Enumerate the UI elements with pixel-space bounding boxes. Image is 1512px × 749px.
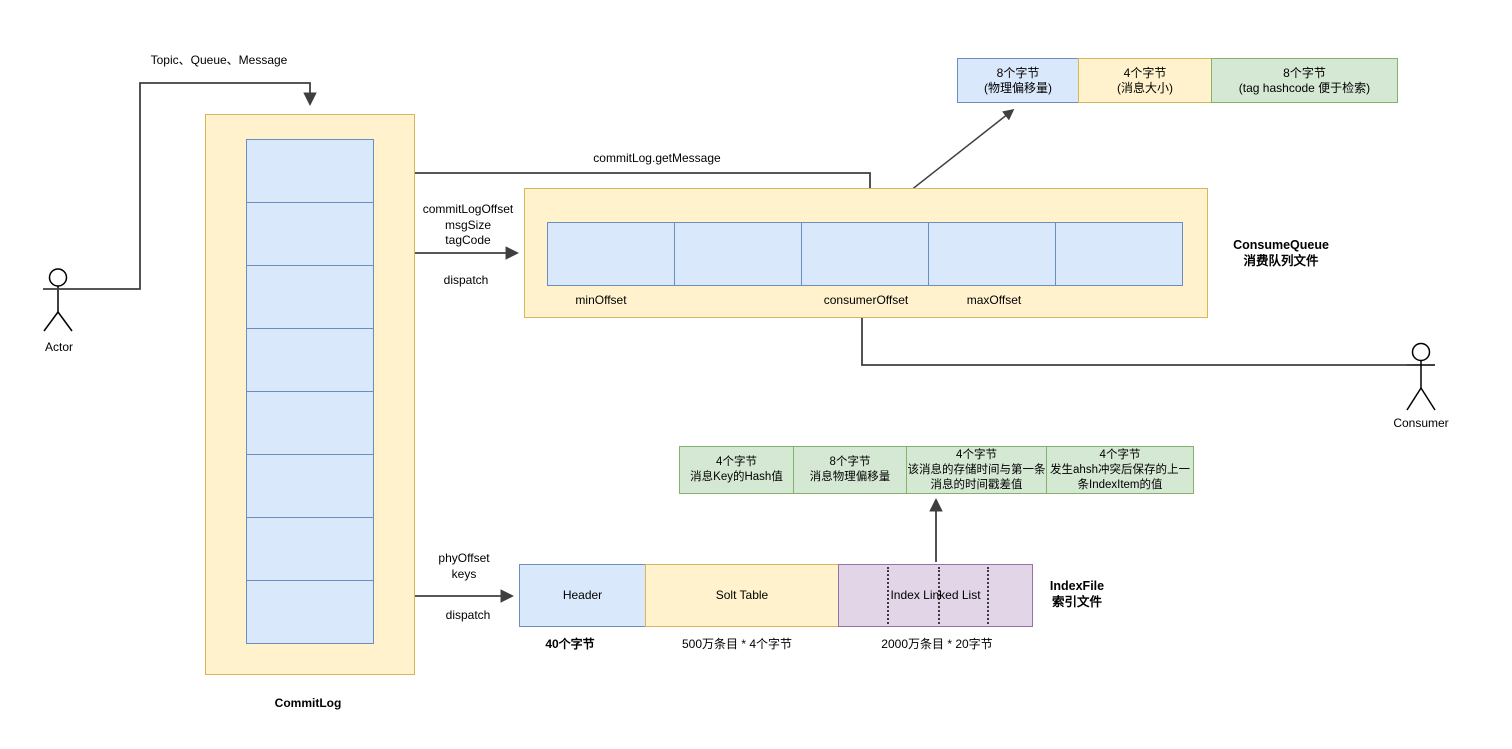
indexitem-line: 4个字节 [1099,448,1141,461]
consumequeue-cell [674,222,802,286]
cq-record-size: 8个字节 [1283,65,1326,80]
indexitem-line: 条IndexItem的值 [1077,478,1163,491]
actor-to-commitlog-connector [43,82,317,290]
actor-icon [43,268,73,332]
linkedlist-size-label: 2000万条目 * 20字节 [881,637,993,651]
getmessage-label: commitLog.getMessage [593,151,721,165]
cq-record-size: 4个字节 [1123,65,1167,80]
cq-dispatch-payload-label: commitLogOffset msgSize tagCode [423,202,513,249]
consumequeue-cell-row [547,222,1183,286]
indexitem-line: 该消息的存储时间与第一条 [907,463,1046,476]
indexfile-segment-label: Solt Table [715,588,769,602]
consumequeue-cell [547,222,675,286]
indexitem-line: 消息的时间戳差值 [930,478,1023,491]
linkedlist-divider-dotted [987,567,989,624]
consumeroffset-label: consumerOffset [823,293,909,307]
commitlog-segment-stack [246,139,374,644]
indexfile-title-cn: 索引文件 [1051,594,1102,609]
cq-record-desc: (物理偏移量) [984,80,1052,95]
commitlog-cell [246,202,374,266]
cq-record-desc: (消息大小) [1117,80,1173,95]
consumequeue-cell [1055,222,1183,286]
indexitem-line: 消息物理偏移量 [809,471,891,483]
indexitem-timediff: 4个字节 该消息的存储时间与第一条 消息的时间戳差值 [906,446,1047,494]
indexitem-prev-item: 4个字节 发生ahsh冲突后保存的上一 条IndexItem的值 [1046,446,1194,494]
indexitem-phy-offset: 8个字节 消息物理偏移量 [793,446,907,494]
linkedlist-divider-dotted [887,567,889,624]
indexfile-segment-label: Index Linked List [890,588,981,602]
indexfile-title: IndexFile 索引文件 [1050,579,1104,610]
commitlog-cell [246,517,374,581]
topic-queue-message-label: Topic、Queue、Message [150,53,288,67]
commitlog-cell [246,580,374,644]
indexfile-title-en: IndexFile [1049,579,1105,593]
minoffset-label: minOffset [575,293,627,307]
cq-dispatch-label: dispatch [443,273,489,287]
cq-record-tag-hashcode: 8个字节 (tag hashcode 便于检索) [1211,58,1398,103]
consumequeue-title-en: ConsumeQueue [1233,238,1329,252]
indexfile-segment-label: Header [562,588,603,602]
index-dispatch-label: dispatch [445,608,491,622]
consumequeue-title: ConsumeQueue 消费队列文件 [1233,238,1329,269]
actor-label: Actor [44,340,74,354]
maxoffset-label: maxOffset [966,293,1022,307]
cq-record-message-size: 4个字节 (消息大小) [1078,58,1212,103]
indexitem-line: 消息Key的Hash值 [690,471,783,483]
cq-dispatch-line: tagCode [445,233,491,247]
cq-record-physical-offset: 8个字节 (物理偏移量) [957,58,1079,103]
cq-record-size: 8个字节 [996,65,1040,80]
indexitem-line: 发生ahsh冲突后保存的上一 [1050,463,1190,476]
indexfile-slottable-segment: Solt Table [645,564,839,627]
index-dispatch-line: keys [451,566,477,581]
commitlog-cell [246,328,374,392]
cq-dispatch-line: commitLogOffset [422,202,514,216]
index-dispatch-payload-label: phyOffset keys [438,551,489,582]
indexfile-header-segment: Header [519,564,646,627]
consumequeue-cell [928,222,1056,286]
consumequeue-cell [801,222,929,286]
cq-dispatch-line: msgSize [444,217,492,232]
commitlog-cell [246,454,374,518]
header-size-label: 40个字节 [545,637,595,651]
indexfile-linkedlist-segment: Index Linked List [838,564,1033,627]
commitlog-label: CommitLog [274,696,342,710]
indexitem-line: 4个字节 [716,456,757,468]
commitlog-cell [246,265,374,329]
index-dispatch-line: phyOffset [438,551,490,565]
slottable-size-label: 500万条目 * 4个字节 [681,637,793,651]
linkedlist-divider-dotted [938,567,940,624]
consumer-icon [1406,342,1436,411]
cq-record-desc: (tag hashcode 便于检索) [1238,80,1371,95]
consumequeue-title-cn: 消费队列文件 [1243,253,1319,268]
commitlog-cell [246,139,374,203]
commitlog-cell [246,391,374,455]
indexitem-line: 4个字节 [956,448,997,461]
indexitem-key-hash: 4个字节 消息Key的Hash值 [679,446,794,494]
consumer-label: Consumer [1393,416,1449,430]
indexitem-line: 8个字节 [829,456,871,468]
